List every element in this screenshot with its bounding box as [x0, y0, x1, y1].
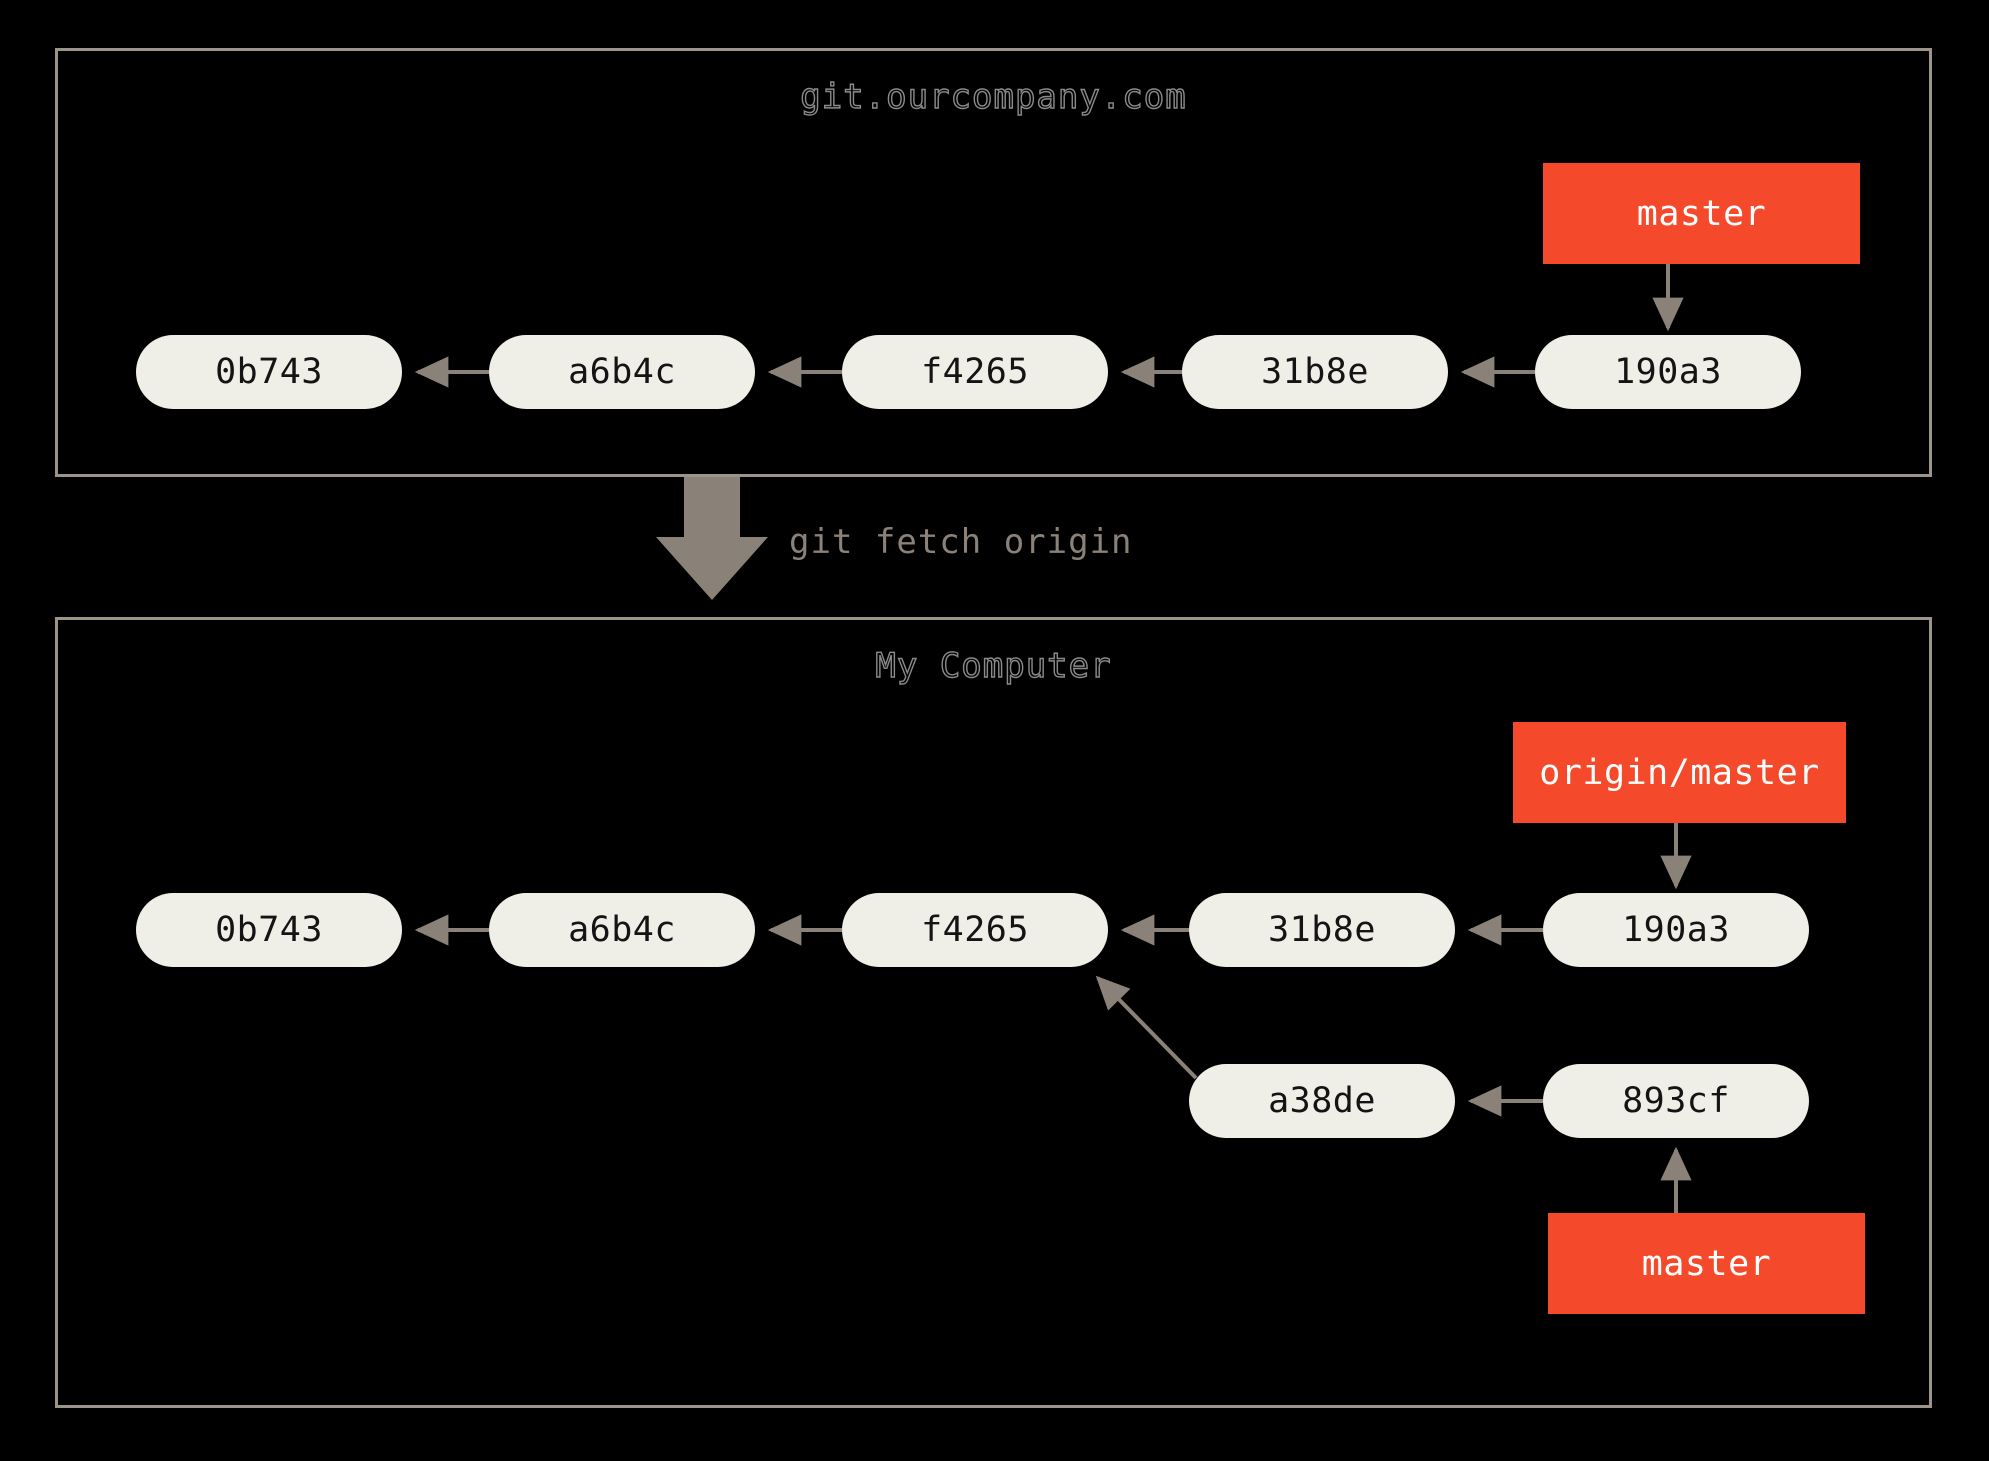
commit-hash: 190a3	[1614, 352, 1722, 392]
panel-server: git.ourcompany.com	[55, 48, 1932, 477]
commit-hash: f4265	[921, 910, 1029, 950]
commit-server-0b743[interactable]: 0b743	[136, 335, 402, 409]
commit-hash: a6b4c	[568, 910, 676, 950]
commit-hash: 893cf	[1622, 1081, 1730, 1121]
commit-server-f4265[interactable]: f4265	[842, 335, 1108, 409]
panel-server-title: git.ourcompany.com	[800, 76, 1187, 117]
commit-hash: a6b4c	[568, 352, 676, 392]
commit-local-a38de[interactable]: a38de	[1189, 1064, 1455, 1138]
commit-server-190a3[interactable]: 190a3	[1535, 335, 1801, 409]
commit-hash: 31b8e	[1261, 352, 1369, 392]
badge-local-origin-master-label: origin/master	[1539, 752, 1820, 793]
commit-local-a6b4c[interactable]: a6b4c	[489, 893, 755, 967]
badge-server-master[interactable]: master	[1543, 163, 1860, 264]
git-fetch-origin-label: git fetch origin	[789, 522, 1133, 562]
commit-hash: 190a3	[1622, 910, 1730, 950]
commit-local-190a3[interactable]: 190a3	[1543, 893, 1809, 967]
commit-hash: a38de	[1268, 1081, 1376, 1121]
panel-local: My Computer	[55, 617, 1932, 1408]
commit-hash: 31b8e	[1268, 910, 1376, 950]
commit-server-a6b4c[interactable]: a6b4c	[489, 335, 755, 409]
commit-server-31b8e[interactable]: 31b8e	[1182, 335, 1448, 409]
commit-local-31b8e[interactable]: 31b8e	[1189, 893, 1455, 967]
commit-hash: 0b743	[215, 352, 323, 392]
git-fetch-arrow	[656, 477, 768, 600]
commit-local-f4265[interactable]: f4265	[842, 893, 1108, 967]
badge-local-origin-master[interactable]: origin/master	[1513, 722, 1846, 823]
commit-local-893cf[interactable]: 893cf	[1543, 1064, 1809, 1138]
panel-local-title: My Computer	[875, 645, 1112, 686]
badge-server-master-label: master	[1636, 193, 1767, 234]
badge-local-master-label: master	[1641, 1243, 1772, 1284]
badge-local-master[interactable]: master	[1548, 1213, 1865, 1314]
commit-hash: f4265	[921, 352, 1029, 392]
commit-hash: 0b743	[215, 910, 323, 950]
commit-local-0b743[interactable]: 0b743	[136, 893, 402, 967]
